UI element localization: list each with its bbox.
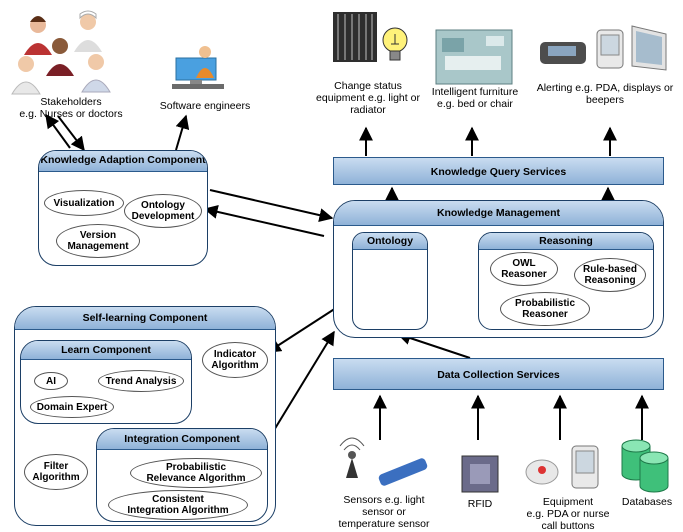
reasoning-title: Reasoning (479, 233, 653, 250)
software-engineer-icon (172, 46, 224, 89)
intelligent-furniture-label: Intelligent furniture e.g. bed or chair (431, 86, 519, 110)
probabilistic-reasoner-item: Probabilistic Reasoner (500, 292, 590, 326)
pda-device-icon (571, 445, 599, 489)
version-management-item: Version Management (56, 224, 140, 258)
consistent-integration-item: Consistent Integration Algorithm (108, 490, 248, 520)
pager-icon (540, 42, 586, 64)
rule-based-reasoning-item: Rule-based Reasoning (574, 258, 646, 292)
probabilistic-relevance-item: Probabilistic Relevance Algorithm (130, 458, 262, 488)
sensors-label: Sensors e.g. light sensor or temperature… (338, 494, 430, 530)
nurse-call-button-icon (525, 459, 559, 485)
sensor-icon (339, 437, 428, 486)
light-bulb-icon (382, 27, 408, 61)
ontology-panel: Ontology (352, 232, 428, 330)
software-engineers-label: Software engineers (159, 100, 251, 112)
alerting-label: Alerting e.g. PDA, displays or beepers (536, 82, 674, 106)
databases-label: Databases (621, 496, 673, 508)
domain-expert-item: Domain Expert (30, 396, 114, 418)
rfid-chip-icon (461, 455, 499, 493)
owl-reasoner-item: OWL Reasoner (490, 252, 558, 286)
hospital-bed-icon (435, 29, 513, 85)
trend-analysis-item: Trend Analysis (98, 370, 184, 392)
equipment-label: Equipment e.g. PDA or nurse call buttons (526, 496, 610, 532)
radiator-icon (333, 12, 377, 62)
learn-component-title: Learn Component (21, 341, 191, 360)
ai-item: AI (34, 372, 68, 390)
visualization-item: Visualization (44, 190, 124, 216)
ontology-development-item: Ontology Development (124, 194, 202, 228)
database-icon (621, 439, 669, 493)
stakeholders-icon (11, 10, 111, 95)
filter-algorithm-item: Filter Algorithm (24, 454, 88, 490)
stakeholders-label: Stakeholders e.g. Nurses or doctors (19, 96, 123, 120)
data-collection-services: Data Collection Services (333, 358, 664, 390)
indicator-algorithm-item: Indicator Algorithm (202, 342, 268, 378)
integration-component-title: Integration Component (97, 429, 267, 450)
display-icon (631, 25, 667, 71)
knowledge-management-title: Knowledge Management (334, 201, 663, 226)
rfid-label: RFID (467, 498, 493, 510)
knowledge-query-services: Knowledge Query Services (333, 157, 664, 185)
change-status-label: Change status equipment e.g. light or ra… (316, 80, 420, 116)
self-learning-title: Self-learning Component (15, 307, 275, 330)
ontology-title: Ontology (353, 233, 427, 250)
knowledge-adaption-title: Knowledge Adaption Component (39, 151, 207, 172)
pda-icon (596, 29, 624, 69)
